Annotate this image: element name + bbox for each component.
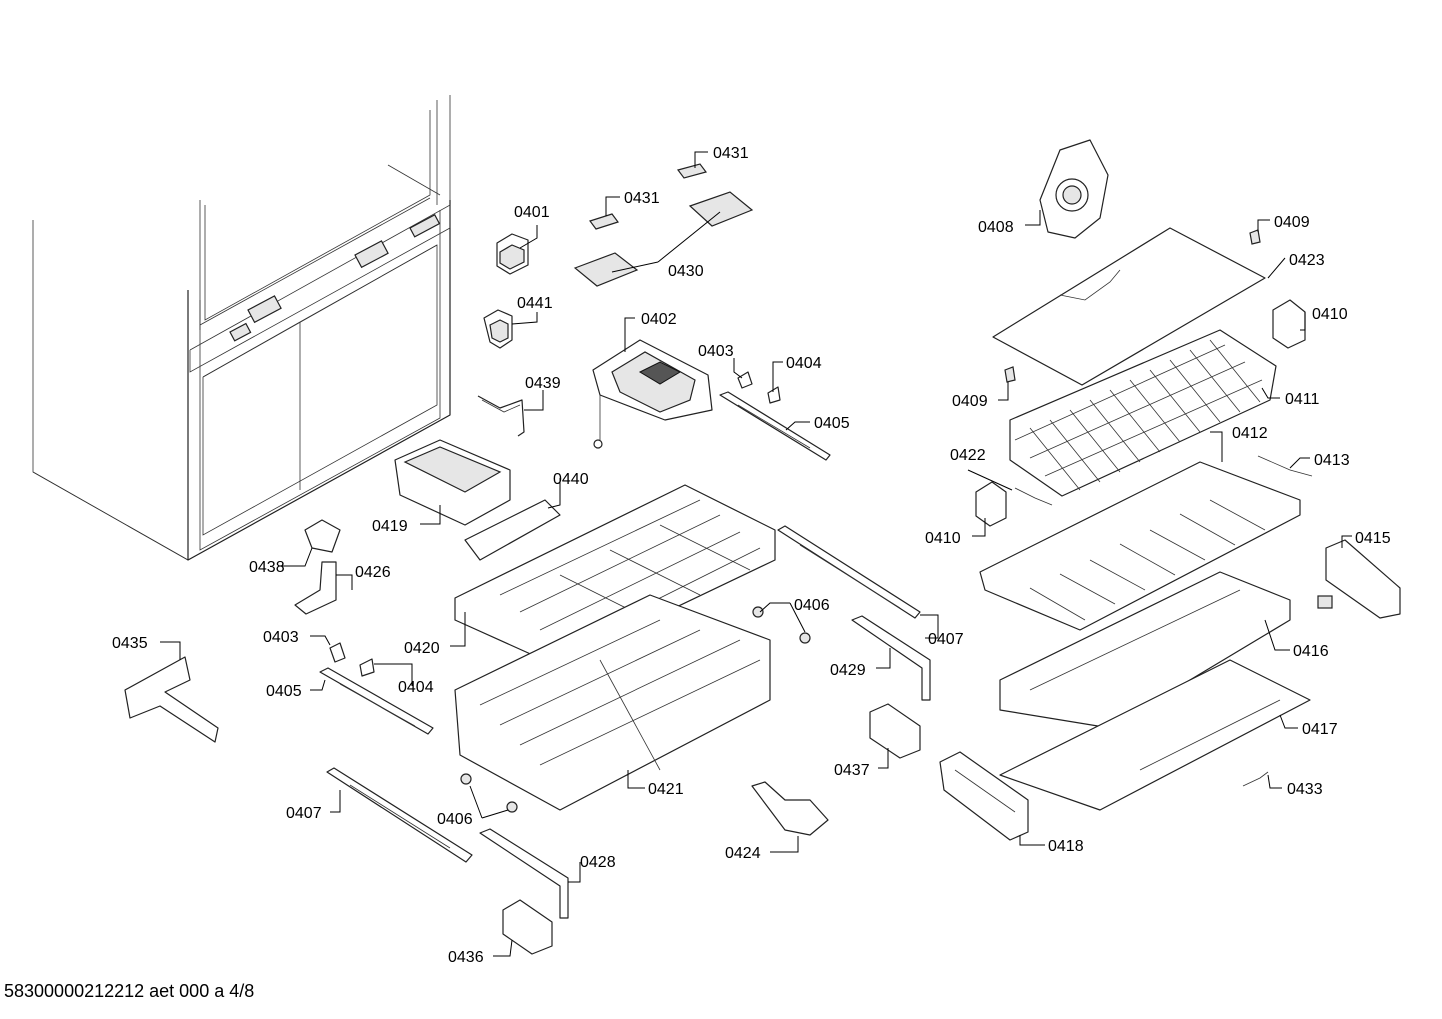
callout-label: 0412 bbox=[1232, 425, 1268, 442]
callout-label: 0407 bbox=[928, 631, 964, 648]
callout-label: 0417 bbox=[1302, 721, 1338, 738]
document-id: 58300000212212 aet 000 a 4/8 bbox=[4, 981, 255, 1001]
callout-label: 0408 bbox=[978, 219, 1014, 236]
callout-label: 0409 bbox=[1274, 214, 1310, 231]
callout-label: 0413 bbox=[1314, 452, 1350, 469]
part-0437-0436-latches bbox=[502, 703, 921, 955]
callout-label: 0407 bbox=[286, 805, 322, 822]
part-0416-duct-cover bbox=[999, 571, 1291, 729]
part-0439-bracket bbox=[477, 395, 525, 437]
part-0405-rail-top bbox=[719, 391, 831, 461]
callout-label: 0405 bbox=[266, 683, 302, 700]
part-0424-scoop bbox=[751, 781, 829, 836]
callout-label: 0410 bbox=[1312, 306, 1348, 323]
part-0441-clip bbox=[483, 309, 513, 349]
callout-label: 0420 bbox=[404, 640, 440, 657]
callout-label: 0439 bbox=[525, 375, 561, 392]
part-0417-plate bbox=[999, 659, 1311, 811]
part-0410-block bbox=[975, 299, 1306, 527]
part-0438-0426-brackets bbox=[294, 519, 341, 615]
part-0415-bracket bbox=[1317, 539, 1401, 619]
part-0433-wire bbox=[1242, 771, 1269, 787]
part-0409-clip bbox=[1004, 229, 1261, 383]
part-0402-icemaker bbox=[592, 339, 713, 449]
callout-label: 0424 bbox=[725, 845, 761, 862]
callout-label: 0423 bbox=[1289, 252, 1325, 269]
callout-label: 0402 bbox=[641, 311, 677, 328]
part-0407-rails bbox=[326, 525, 921, 863]
callout-label: 0410 bbox=[925, 530, 961, 547]
callout-label: 0436 bbox=[448, 949, 484, 966]
callout-label: 0419 bbox=[372, 518, 408, 535]
leader-lines bbox=[160, 151, 1352, 957]
callout-label: 0404 bbox=[398, 679, 434, 696]
part-0405-rail-left bbox=[319, 667, 434, 735]
callout-label: 0431 bbox=[713, 145, 749, 162]
part-0418-cover bbox=[939, 751, 1029, 841]
part-0411-evaporator bbox=[1009, 329, 1277, 497]
part-0440-cover bbox=[464, 499, 561, 561]
callout-label: 0418 bbox=[1048, 838, 1084, 855]
callout-labels: 0431 0431 0401 0430 0408 0409 0423 0441 … bbox=[112, 145, 1391, 966]
callout-label: 0428 bbox=[580, 854, 616, 871]
part-0408-fan bbox=[1039, 139, 1109, 239]
callout-label: 0411 bbox=[1285, 391, 1320, 408]
callout-label: 0440 bbox=[553, 471, 589, 488]
callout-label: 0403 bbox=[698, 343, 734, 360]
callout-label: 0438 bbox=[249, 559, 285, 576]
callout-label: 0422 bbox=[950, 447, 986, 464]
cabinet-outline bbox=[32, 95, 451, 561]
part-0429-0428-supports bbox=[479, 615, 931, 919]
part-0423-cover-plate bbox=[992, 227, 1266, 386]
callout-label: 0403 bbox=[263, 629, 299, 646]
callout-label: 0435 bbox=[112, 635, 148, 652]
callout-label: 0404 bbox=[786, 355, 822, 372]
callout-label: 0433 bbox=[1287, 781, 1323, 798]
callout-label: 0429 bbox=[830, 662, 866, 679]
part-0421-lower-basket bbox=[454, 594, 771, 811]
callout-label: 0406 bbox=[794, 597, 830, 614]
callout-label: 0431 bbox=[624, 190, 660, 207]
part-0431-clip bbox=[589, 163, 708, 230]
callout-label: 0441 bbox=[517, 295, 553, 312]
callout-label: 0430 bbox=[668, 263, 704, 280]
callout-label: 0409 bbox=[952, 393, 988, 410]
callout-label: 0437 bbox=[834, 762, 870, 779]
callout-label: 0415 bbox=[1355, 530, 1391, 547]
callout-label: 0426 bbox=[355, 564, 391, 581]
part-0413-sensor bbox=[1014, 455, 1313, 506]
part-0412-drain-tray bbox=[979, 461, 1301, 631]
part-0406-rollers bbox=[460, 606, 811, 813]
callout-label: 0406 bbox=[437, 811, 473, 828]
part-0401-bracket bbox=[496, 233, 529, 275]
part-0403-0404-clips-left bbox=[329, 642, 375, 677]
callout-label: 0421 bbox=[648, 781, 684, 798]
part-0419-ice-bin bbox=[394, 439, 511, 526]
part-0403-0404-clips-top bbox=[737, 371, 781, 404]
callout-label: 0416 bbox=[1293, 643, 1329, 660]
callout-label: 0405 bbox=[814, 415, 850, 432]
callout-label: 0401 bbox=[514, 204, 550, 221]
part-0435-bracket bbox=[124, 656, 219, 743]
part-0430-pads bbox=[573, 191, 754, 287]
